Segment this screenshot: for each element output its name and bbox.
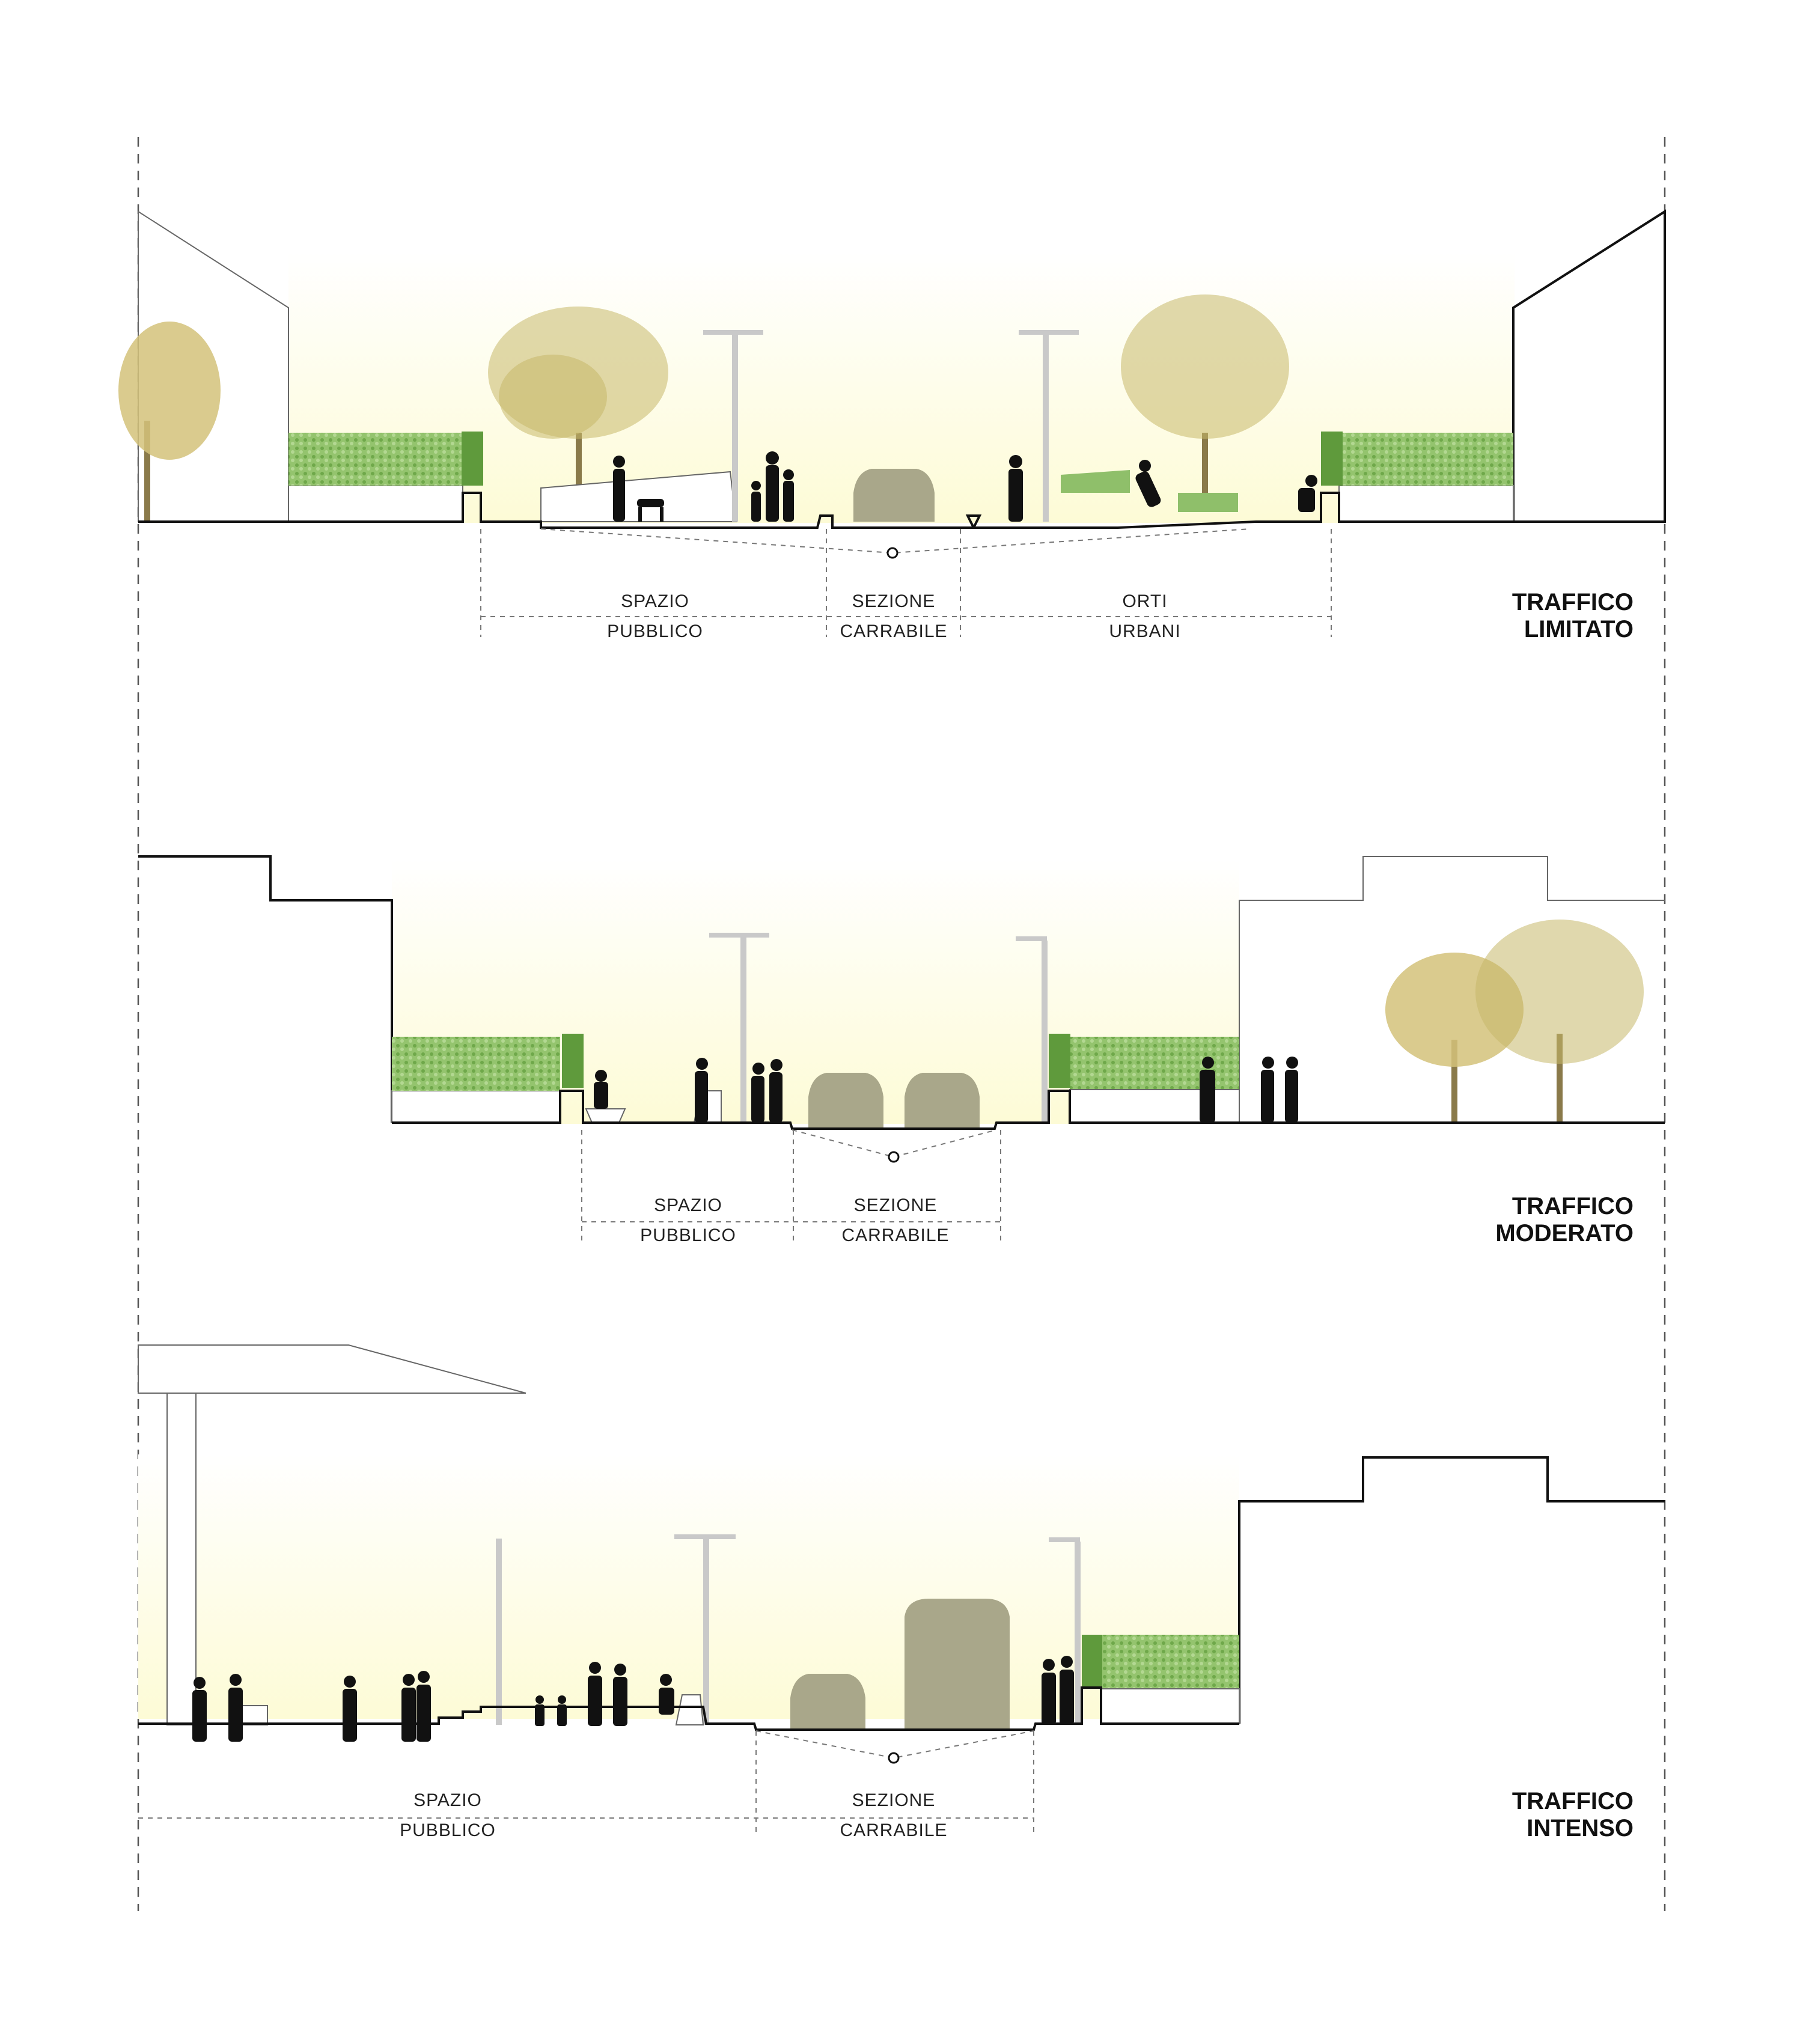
left-tree [118, 322, 221, 522]
left-hedge [288, 433, 463, 486]
section-title-line2: INTENSO [1527, 1815, 1634, 1841]
pedestrian-silhouettes [594, 1057, 1298, 1123]
zone-label-carrabile: CARRABILE [840, 621, 947, 641]
seated-person [1298, 475, 1317, 512]
zone-label-carrabile: CARRABILE [841, 1225, 949, 1245]
left-wall [288, 485, 463, 522]
ground-profile [138, 1686, 1239, 1731]
right-hedge-column [1082, 1635, 1102, 1688]
canopy-column [166, 1393, 197, 1725]
person-with-dog [613, 456, 664, 522]
right-hedge-column [1321, 432, 1343, 486]
walking-person [343, 1676, 357, 1742]
left-hedge-column [462, 432, 483, 486]
zone-label-carrabile: CARRABILE [840, 1820, 947, 1840]
family-group [751, 451, 794, 522]
section-title-line1: TRAFFICO [1512, 1788, 1634, 1814]
car-silhouette [790, 1674, 865, 1730]
car-silhouette [808, 1073, 883, 1129]
right-wall [1100, 1688, 1240, 1724]
drainage-slope [755, 1730, 1034, 1759]
drainage-slope [792, 1129, 997, 1158]
section-title-line2: MODERATO [1495, 1220, 1634, 1246]
zone-label-spazio: SPAZIO [413, 1790, 482, 1810]
gardener [1135, 460, 1161, 507]
zone-label-sezione: SEZIONE [854, 1195, 938, 1215]
zone-label-pubblico: PUBBLICO [607, 621, 703, 641]
walking-person [695, 1058, 708, 1123]
right-building-outline [1238, 1456, 1665, 1724]
drain-icon [886, 547, 898, 559]
street-lamp-right [1016, 936, 1048, 1123]
urban-garden-bed [1061, 470, 1130, 493]
zone-label-urbani: URBANI [1109, 621, 1180, 641]
street-lamp-right [1049, 1537, 1081, 1725]
public-space-tree [488, 307, 668, 522]
zone-label-pubblico: PUBBLICO [640, 1225, 736, 1245]
section-traffico-limitato: SPAZIO PUBBLICO SEZIONE CARRABILE ORTI U… [118, 209, 1666, 642]
left-hedge-column [562, 1034, 584, 1088]
right-hedge [1101, 1635, 1239, 1689]
bench [675, 1694, 704, 1725]
zone-label-spazio: SPAZIO [654, 1195, 722, 1215]
pedestrian-silhouettes [613, 451, 1317, 522]
zone-label-sezione: SEZIONE [852, 1790, 936, 1810]
left-building-outline [138, 855, 393, 1123]
street-lamp-right [1019, 330, 1079, 522]
right-hedge-column [1049, 1034, 1070, 1088]
right-building [1512, 209, 1666, 523]
left-wall [391, 1090, 561, 1123]
section-title-line1: TRAFFICO [1512, 589, 1634, 615]
car-silhouette [905, 1073, 980, 1129]
garden-tree [1121, 294, 1289, 505]
couple-walking [1261, 1057, 1298, 1123]
courtyard-tree [1475, 920, 1644, 1123]
couple [401, 1671, 431, 1742]
left-hedge [392, 1037, 560, 1091]
zone-label-spazio: SPAZIO [621, 591, 689, 611]
couple-pointing [1042, 1656, 1074, 1725]
drain-icon [888, 1752, 900, 1764]
couple [588, 1662, 627, 1726]
drainage-slope [540, 528, 1251, 554]
children [535, 1695, 567, 1726]
urban-garden-bed [1178, 493, 1238, 512]
section-traffico-moderato: SPAZIO PUBBLICO SEZIONE CARRABILE TRAFFI… [138, 855, 1665, 1246]
seated-person [594, 1070, 608, 1109]
walking-person [228, 1674, 243, 1742]
walking-person [192, 1677, 207, 1742]
person-carrying-child [1008, 455, 1023, 522]
bench [585, 1108, 626, 1123]
car-silhouette [853, 469, 935, 522]
canopy-roof [138, 1344, 526, 1394]
street-lamp-left [703, 330, 763, 522]
street-lamp-left [709, 933, 769, 1123]
zone-label-pubblico: PUBBLICO [400, 1820, 496, 1840]
section-traffico-intenso: SPAZIO PUBBLICO SEZIONE CARRABILE TRAFFI… [138, 1344, 1665, 1841]
section-title-line1: TRAFFICO [1512, 1193, 1634, 1219]
couple [751, 1059, 783, 1123]
right-hedge [1339, 433, 1513, 486]
bus-silhouette [905, 1599, 1010, 1730]
zone-label-orti: ORTI [1122, 591, 1167, 611]
ground-profile [138, 492, 1665, 529]
zone-label-sezione: SEZIONE [852, 591, 936, 611]
sky-gradient [138, 1454, 1239, 1719]
section-title-line2: LIMITATO [1524, 616, 1634, 642]
right-wall [1338, 485, 1514, 522]
walking-person [1200, 1057, 1215, 1123]
street-lamp-pole [496, 1539, 502, 1725]
drain-icon [888, 1151, 900, 1163]
ground-profile [392, 1090, 1665, 1130]
street-lamp-left [674, 1534, 736, 1725]
